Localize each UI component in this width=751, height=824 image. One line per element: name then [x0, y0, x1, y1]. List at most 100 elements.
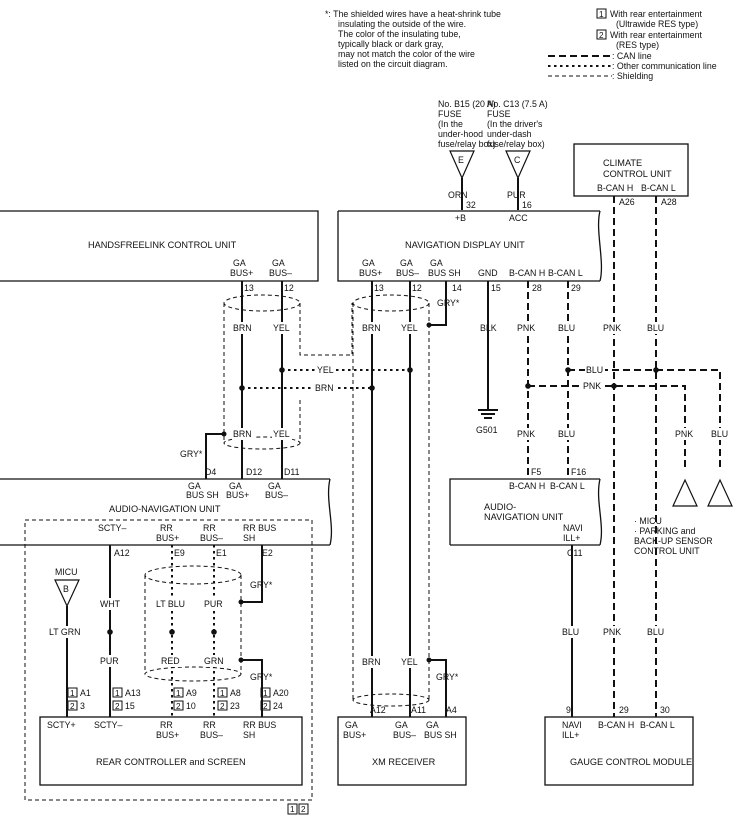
svg-text:SCTY+: SCTY+ — [47, 720, 76, 730]
navigation-display-unit: NAVIGATION DISPLAY UNIT GA BUS+ GA BUS– … — [337, 210, 603, 293]
svg-text:2: 2 — [70, 702, 75, 711]
svg-text:B-CAN H: B-CAN H — [509, 481, 545, 491]
svg-text:3: 3 — [80, 701, 85, 711]
svg-text:fuse/relay box): fuse/relay box) — [487, 139, 545, 149]
wire-color: LT GRN — [49, 627, 80, 637]
legend-badge-2: 2 — [599, 31, 604, 40]
note-line: The color of the insulating tube, — [338, 29, 461, 39]
wire-color: PNK — [583, 381, 601, 391]
wire-color: LT BLU — [156, 599, 185, 609]
svg-text:23: 23 — [230, 701, 240, 711]
terminal-name: ACC — [509, 213, 528, 223]
legend-comm: : Other communication line — [612, 61, 717, 71]
legend-line: (RES type) — [616, 40, 659, 50]
wire-color: BLU — [562, 627, 579, 637]
svg-text:D11: D11 — [284, 467, 300, 477]
svg-text:BACK-UP SENSOR: BACK-UP SENSOR — [634, 536, 713, 546]
wire-color: PNK — [517, 429, 535, 439]
svg-text:F16: F16 — [571, 467, 586, 477]
svg-text:C11: C11 — [567, 548, 583, 558]
svg-text:GA: GA — [362, 258, 375, 268]
svg-text:GND: GND — [478, 268, 498, 278]
wire-color: PNK — [603, 627, 621, 637]
svg-text:29: 29 — [619, 705, 629, 715]
svg-text:1: 1 — [220, 689, 225, 698]
wire-color: YEL — [273, 429, 290, 439]
can-bus-lines: PNK BLU PNK BLU PNK BLU PNK BLU BLU PNK … — [516, 196, 733, 717]
svg-text:B: B — [63, 584, 69, 594]
svg-text:(In the: (In the — [438, 119, 463, 129]
svg-text:BUS–: BUS– — [265, 490, 288, 500]
audio-navigation-unit-right: B-CAN H B-CAN L F5 F16 AUDIO- NAVIGATION… — [449, 467, 603, 558]
svg-text:ILL+: ILL+ — [562, 730, 579, 740]
svg-text:NAVIGATION DISPLAY UNIT: NAVIGATION DISPLAY UNIT — [405, 240, 525, 250]
svg-text:2: 2 — [220, 702, 225, 711]
svg-text:F5: F5 — [531, 467, 541, 477]
gauge-control-module: NAVI ILL+ B-CAN H B-CAN L 9 29 30 GAUGE … — [544, 705, 694, 786]
svg-text:A4: A4 — [446, 705, 457, 715]
legend-line: (Ultrawide RES type) — [616, 19, 698, 29]
svg-text:2: 2 — [301, 805, 306, 814]
legend-line: With rear entertainment — [610, 9, 702, 19]
wire-color: YEL — [401, 323, 418, 333]
svg-text:fuse/relay box): fuse/relay box) — [438, 139, 496, 149]
svg-text:10: 10 — [186, 701, 196, 711]
wire-color: GRY* — [250, 580, 273, 590]
svg-text:GA: GA — [430, 258, 443, 268]
svg-text:NAVI: NAVI — [562, 720, 582, 730]
audio-navigation-unit-left: GA BUS SH GA BUS+ GA BUS– D4 D12 D11 AUD… — [0, 467, 333, 558]
wire-color: ORN — [448, 190, 468, 200]
svg-text:2: 2 — [176, 702, 181, 711]
wire-color: BLU — [711, 429, 728, 439]
note-line: insulating the outside of the wire. — [338, 19, 466, 29]
svg-text:SCTY–: SCTY– — [98, 523, 126, 533]
wire-color: BLU — [647, 627, 664, 637]
wire-color: BRN — [315, 383, 334, 393]
wire-color: BLK — [480, 323, 497, 333]
svg-text:A12: A12 — [114, 548, 130, 558]
svg-text:CLIMATE: CLIMATE — [603, 158, 642, 168]
svg-text:RR BUS: RR BUS — [243, 720, 276, 730]
svg-text:No. B15 (20 A): No. B15 (20 A) — [438, 99, 496, 109]
svg-text:A28: A28 — [661, 197, 677, 207]
micu-connector-arrow — [672, 478, 698, 507]
fuse-b15-symbol — [449, 150, 475, 180]
svg-text:BUS+: BUS+ — [156, 533, 179, 543]
svg-text:BUS+: BUS+ — [343, 730, 366, 740]
note-line: *: The shielded wires have a heat-shrink… — [325, 9, 501, 19]
legend: 1 With rear entertainment (Ultrawide RES… — [548, 8, 717, 81]
svg-text:BUS–: BUS– — [393, 730, 416, 740]
svg-text:XM RECEIVER: XM RECEIVER — [372, 757, 436, 767]
wire-color: BLU — [586, 365, 603, 375]
svg-text:12: 12 — [412, 283, 422, 293]
svg-text:BUS–: BUS– — [200, 533, 223, 543]
wire-color: GRY* — [180, 449, 203, 459]
svg-text:GA: GA — [233, 258, 246, 268]
svg-text:9: 9 — [566, 705, 571, 715]
svg-text:· MICU: · MICU — [634, 516, 662, 526]
svg-text:14: 14 — [452, 283, 462, 293]
svg-text:B-CAN H: B-CAN H — [598, 720, 634, 730]
svg-text:BUS SH: BUS SH — [424, 730, 457, 740]
svg-text:1: 1 — [263, 689, 268, 698]
navi-ill-wire: BLU — [561, 545, 581, 717]
svg-text:RR: RR — [203, 720, 216, 730]
svg-text:NAVIGATION UNIT: NAVIGATION UNIT — [484, 512, 564, 522]
svg-text:A8: A8 — [230, 688, 241, 698]
pin-number: 32 — [466, 200, 476, 210]
svg-text:GA: GA — [426, 720, 439, 730]
ground-g501: BLK G501 — [476, 281, 498, 435]
pin-number: 16 — [522, 200, 532, 210]
svg-text:BUS SH: BUS SH — [428, 268, 461, 278]
svg-text:GA: GA — [188, 481, 201, 491]
svg-text:SH: SH — [243, 730, 255, 740]
svg-text:A12: A12 — [370, 705, 386, 715]
svg-text:1: 1 — [70, 689, 75, 698]
svg-text:FUSE: FUSE — [438, 109, 462, 119]
wire-color: RED — [161, 656, 180, 666]
svg-text:D12: D12 — [246, 467, 262, 477]
svg-text:under-hood: under-hood — [438, 129, 483, 139]
fuse-letter: E — [458, 155, 464, 165]
note-line: may not match the color of the wire — [338, 49, 475, 59]
wire-color: PNK — [675, 429, 693, 439]
